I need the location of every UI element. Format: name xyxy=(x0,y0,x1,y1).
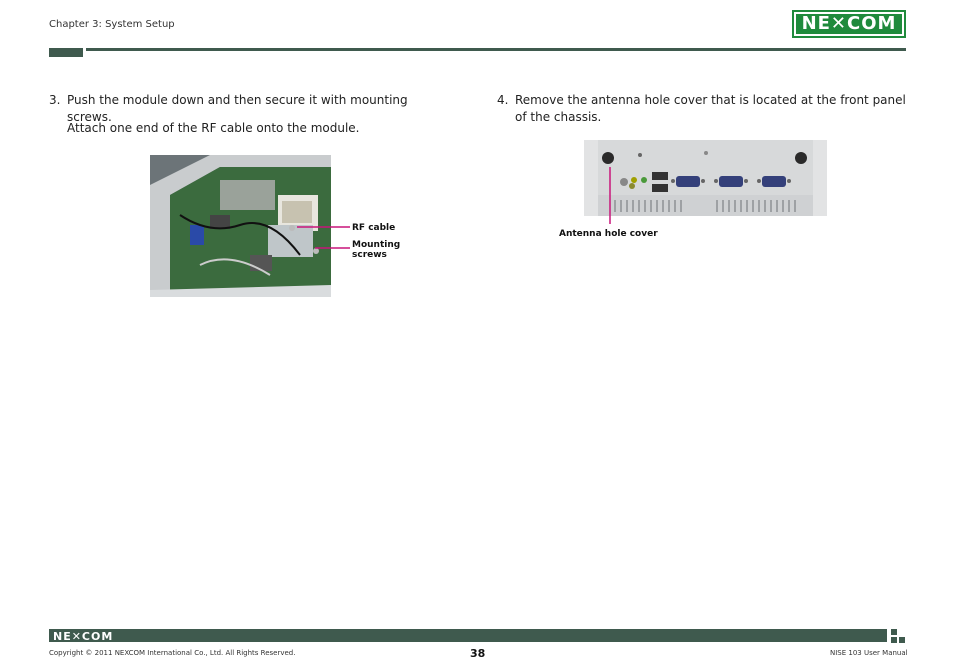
figure2-callout xyxy=(609,167,611,224)
step-text: Remove the antenna hole cover that is lo… xyxy=(515,93,906,124)
manual-title: NISE 103 User Manual xyxy=(830,649,908,657)
step-number: 3. xyxy=(49,93,61,107)
step-3-subtext: Attach one end of the RF cable onto the … xyxy=(67,121,360,135)
footer-bar xyxy=(49,629,887,642)
chapter-title: Chapter 3: System Setup xyxy=(49,19,175,30)
front-panel-photo xyxy=(584,140,827,216)
mounting-label-line1: Mounting xyxy=(352,240,401,250)
step-text: Push the module down and then secure it … xyxy=(67,93,408,124)
footer-square xyxy=(891,629,897,635)
footer-square xyxy=(891,637,897,643)
footer-logo: NE✕COM xyxy=(53,630,114,643)
mounting-label-line2: screws xyxy=(352,250,387,260)
module-installation-photo xyxy=(150,155,331,297)
figure1-callouts xyxy=(297,226,350,249)
copyright: Copyright © 2011 NEXCOM International Co… xyxy=(49,649,296,657)
logo-text: NE✕COM xyxy=(796,14,902,34)
header-rule-tab xyxy=(49,48,83,57)
header-rule xyxy=(86,48,906,51)
page-number: 38 xyxy=(470,647,486,660)
rf-cable-label: RF cable xyxy=(352,223,396,233)
antenna-hole-cover-label: Antenna hole cover xyxy=(559,229,658,239)
mounting-screws-label: Mounting screws xyxy=(352,240,400,260)
step-number: 4. xyxy=(497,93,509,107)
nexcom-logo: NE✕COM xyxy=(792,10,906,38)
footer-square xyxy=(899,637,905,643)
